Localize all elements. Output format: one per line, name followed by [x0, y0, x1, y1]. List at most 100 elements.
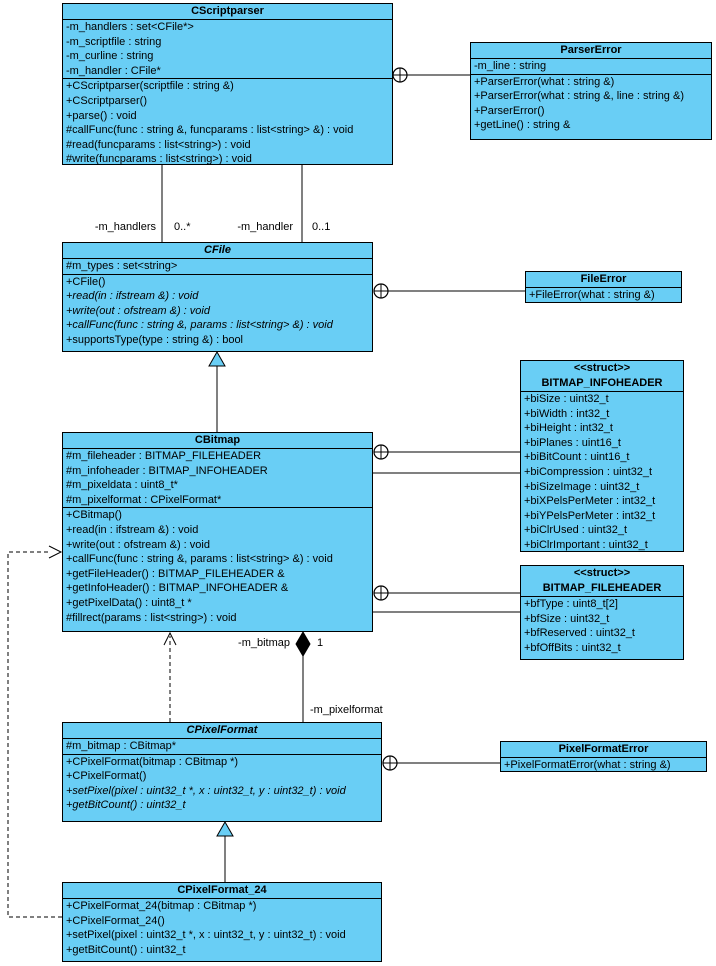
attribute: -m_line : string [474, 60, 547, 72]
attribute: +biXPelsPerMeter : int32_t [524, 495, 656, 508]
attribute: #m_pixeldata : uint8_t* [66, 479, 178, 492]
attribute: #m_types : set<string> [66, 260, 178, 272]
role-label-m-handlers: -m_handlers [94, 221, 156, 233]
attributes-section: #m_fileheader : BITMAP_FILEHEADER #m_inf… [63, 449, 372, 509]
anchor-circle-icon [373, 283, 389, 299]
methods-section: +CFile() +read(in : ifstream &) : void +… [63, 275, 372, 348]
methods-section: +CPixelFormat(bitmap : CBitmap *) +CPixe… [63, 755, 381, 813]
composition-cbitmap-cpixelformat[interactable] [295, 631, 311, 722]
class-box-pixelformaterror[interactable]: PixelFormatError +PixelFormatError(what … [500, 741, 707, 772]
class-title: CPixelFormat [63, 723, 381, 739]
multiplicity-label: 0..* [174, 221, 191, 233]
class-box-fileerror[interactable]: FileError +FileError(what : string &) [525, 271, 682, 303]
attribute: +biClrUsed : uint32_t [524, 524, 628, 537]
attributes-section: -m_handlers : set<CFile*> -m_scriptfile … [63, 20, 392, 80]
method: +ParserError(what : string &, line : str… [474, 90, 684, 103]
hollow-triangle-icon [216, 820, 234, 837]
method: +getFileHeader() : BITMAP_FILEHEADER & [66, 567, 285, 580]
multiplicity-label: 0..1 [312, 221, 331, 233]
method: +parse() : void [66, 109, 137, 122]
attribute: +biClrImportant : uint32_t [524, 538, 648, 551]
class-box-bitmap-infoheader[interactable]: <<struct>> BITMAP_INFOHEADER +biSize : u… [520, 360, 684, 552]
class-box-bitmap-fileheader[interactable]: <<struct>> BITMAP_FILEHEADER +bfType : u… [520, 565, 684, 660]
anchor-circle-icon [382, 755, 398, 771]
attribute: +biBitCount : uint16_t [524, 451, 630, 464]
class-box-cfile[interactable]: CFile #m_types : set<string> +CFile() +r… [62, 242, 373, 352]
method: +CPixelFormat(bitmap : CBitmap *) [66, 755, 239, 768]
method: +ParserError(what : string &) [474, 75, 615, 88]
method: +read(in : ifstream &) : void [66, 523, 199, 536]
anchor-cbitmap-infoheader[interactable] [373, 444, 520, 474]
attributes-section: +biSize : uint32_t +biWidth : int32_t +b… [521, 392, 683, 551]
class-title: <<struct>> BITMAP_INFOHEADER [521, 361, 683, 392]
class-box-cbitmap[interactable]: CBitmap #m_fileheader : BITMAP_FILEHEADE… [62, 432, 373, 632]
multiplicity-label: 1 [317, 637, 324, 649]
methods-section: +PixelFormatError(what : string &) [501, 758, 706, 771]
hollow-triangle-icon [208, 350, 226, 367]
generalization-cbitmap-cfile[interactable] [208, 350, 226, 432]
anchor-cpixelformat-pixelformaterror[interactable] [382, 755, 500, 771]
anchor-circle-icon [392, 67, 408, 83]
method: +getBitCount() : uint32_t [66, 943, 186, 956]
class-box-cpixelformat[interactable]: CPixelFormat #m_bitmap : CBitmap* +CPixe… [62, 722, 382, 822]
anchor-circle-icon [373, 585, 389, 601]
class-title: FileError [526, 272, 681, 288]
attribute: +biWidth : int32_t [524, 407, 610, 420]
anchor-circle-icon [373, 444, 389, 460]
generalization-cpixelformat24-cpixelformat[interactable] [216, 820, 234, 882]
dependency-cpixelformat24-cbitmap[interactable] [7, 545, 63, 918]
stereotype: <<struct>> [573, 567, 631, 579]
attribute: +biCompression : uint32_t [524, 465, 653, 478]
method: #read(funcparams : list<string>) : void [66, 138, 251, 151]
dependency-line [7, 551, 62, 918]
attribute: -m_handlers : set<CFile*> [66, 21, 194, 33]
attribute: +bfSize : uint32_t [524, 612, 610, 625]
attributes-section: +bfType : uint8_t[2] +bfSize : uint32_t … [521, 597, 683, 655]
method: +FileError(what : string &) [529, 289, 655, 301]
method: +CPixelFormat_24() [66, 914, 165, 927]
attributes-section: -m_line : string [471, 59, 711, 75]
class-box-cscriptparser[interactable]: CScriptparser -m_handlers : set<CFile*> … [62, 3, 393, 165]
method: +callFunc(func : string &, params : list… [66, 319, 333, 332]
anchor-cbitmap-fileheader[interactable] [373, 585, 520, 613]
stereotype: <<struct>> [573, 362, 631, 374]
attribute: +biSize : uint32_t [524, 393, 609, 405]
class-name: BITMAP_INFOHEADER [541, 377, 663, 389]
method: +getPixelData() : uint8_t * [66, 596, 192, 609]
methods-section: +FileError(what : string &) [526, 288, 681, 302]
attribute: #m_fileheader : BITMAP_FILEHEADER [66, 450, 262, 462]
class-name: BITMAP_FILEHEADER [542, 582, 662, 594]
class-title: CScriptparser [63, 4, 392, 20]
method: +write(out : ofstream &) : void [66, 304, 210, 317]
class-title: <<struct>> BITMAP_FILEHEADER [521, 566, 683, 597]
method: #write(funcparams : list<string>) : void [66, 153, 252, 165]
method: +ParserError() [474, 104, 545, 117]
class-box-parsererror[interactable]: ParserError -m_line : string +ParserErro… [470, 42, 712, 140]
anchor-cscriptparser-parsererror[interactable] [392, 67, 470, 83]
dependency-cpixelformat-cbitmap[interactable] [163, 631, 177, 722]
method: +CScriptparser() [66, 94, 147, 107]
attribute: +biSizeImage : uint32_t [524, 480, 640, 493]
attribute: -m_scriptfile : string [66, 35, 162, 48]
class-title: CPixelFormat_24 [63, 883, 381, 899]
attribute: +bfOffBits : uint32_t [524, 641, 621, 654]
attribute: +bfReserved : uint32_t [524, 627, 635, 640]
class-title: CBitmap [63, 433, 372, 449]
method: +CPixelFormat_24(bitmap : CBitmap *) [66, 900, 257, 912]
attribute: +biYPelsPerMeter : int32_t [524, 509, 656, 522]
attribute: -m_handler : CFile* [66, 64, 161, 77]
attribute: +biPlanes : uint16_t [524, 436, 621, 449]
method: +write(out : ofstream &) : void [66, 538, 210, 551]
attributes-section: #m_bitmap : CBitmap* [63, 739, 381, 755]
class-title: ParserError [471, 43, 711, 59]
method: +getInfoHeader() : BITMAP_INFOHEADER & [66, 582, 289, 595]
attributes-section: #m_types : set<string> [63, 259, 372, 275]
filled-diamond-icon [295, 631, 311, 657]
method: +CFile() [66, 275, 106, 288]
class-box-cpixelformat24[interactable]: CPixelFormat_24 +CPixelFormat_24(bitmap … [62, 882, 382, 962]
class-title: PixelFormatError [501, 742, 706, 758]
method: +supportsType(type : string &) : bool [66, 333, 244, 346]
attribute: #m_pixelformat : CPixelFormat* [66, 493, 222, 506]
anchor-cfile-fileerror[interactable] [373, 283, 525, 299]
